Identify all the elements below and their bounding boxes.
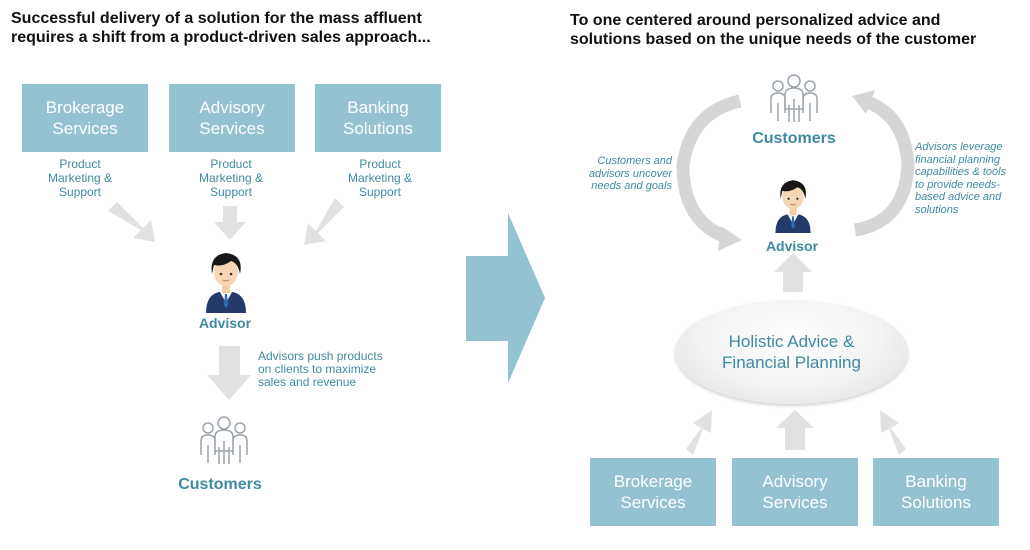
advisor-person-icon — [775, 180, 811, 233]
left-box-advisory-line-1: Advisory — [199, 98, 265, 117]
right-box-banking-line-2: Solutions — [901, 493, 971, 512]
left-note-line-3: needs and goals — [591, 180, 672, 192]
arrow-brokerage-to-ellipse — [686, 410, 712, 455]
left-box-banking-line-1: Banking — [347, 98, 409, 117]
customers-group-icon — [770, 74, 818, 122]
left-sublabel-advisory: Product Marketing & Support — [173, 157, 289, 199]
right-heading-line-2: solutions based on the unique needs of t… — [570, 31, 977, 48]
right-note-line-4: to provide needs- — [915, 178, 1000, 191]
sublabel-line: Marketing & — [47, 171, 113, 185]
sublabel-line: Marketing & — [347, 171, 413, 185]
right-box-brokerage-line-2: Services — [620, 493, 686, 512]
right-box-brokerage-line-1: Brokerage — [613, 472, 693, 491]
advisor-person-icon — [206, 253, 246, 313]
right-box-advisory-line-1: Advisory — [762, 472, 828, 491]
left-heading-line-2: requires a shift from a product-driven s… — [11, 29, 431, 46]
ellipse-line-2: Financial Planning — [722, 353, 861, 372]
left-box-brokerage: Brokerage Services — [22, 84, 148, 152]
left-box-brokerage-line-2: Services — [52, 119, 118, 138]
left-note-line-1: Customers and — [597, 155, 672, 167]
right-advisor-label: Advisor — [765, 238, 819, 254]
left-advisor-label: Advisor — [198, 315, 252, 331]
sublabel-line: Support — [209, 185, 253, 199]
push-note-line-3: sales and revenue — [258, 375, 357, 389]
left-cycle-arrowhead — [718, 226, 742, 251]
left-box-banking-line-2: Solutions — [343, 119, 413, 138]
ellipse-line-1: Holistic Advice & — [728, 332, 855, 351]
transition-arrow-icon — [466, 213, 545, 383]
right-cycle-arc — [853, 97, 915, 237]
right-right-note: Advisors leverage financial planning cap… — [915, 141, 1027, 216]
holistic-advice-ellipse: Holistic Advice & Financial Planning — [675, 300, 908, 404]
right-box-banking-line-1: Banking — [905, 472, 967, 491]
right-cycle-arrowhead — [852, 90, 875, 114]
sublabel-line: Support — [358, 185, 402, 199]
sublabel-line: Marketing & — [198, 171, 264, 185]
customers-group-icon — [200, 416, 248, 464]
push-note-line-1: Advisors push products — [258, 349, 383, 363]
right-box-advisory: Advisory Services — [732, 458, 858, 526]
right-note-line-6: solutions — [915, 203, 959, 216]
sublabel-line: Product — [210, 157, 252, 171]
right-note-line-2: financial planning — [915, 153, 1001, 166]
sublabel-line: Support — [58, 185, 102, 199]
right-note-line-5: based advice and — [915, 191, 1002, 203]
left-box-advisory: Advisory Services — [169, 84, 295, 152]
right-note-line-3: capabilities & tools — [915, 166, 1007, 178]
left-heading-line-1: Successful delivery of a solution for th… — [11, 10, 422, 27]
right-box-banking: Banking Solutions — [873, 458, 999, 526]
right-heading-line-1: To one centered around personalized advi… — [570, 12, 941, 29]
left-sublabel-banking: Product Marketing & Support — [322, 157, 438, 199]
right-customers-label: Customers — [752, 130, 836, 147]
push-note-line-2: on clients to maximize — [258, 362, 377, 376]
arrow-ellipse-to-advisor — [774, 253, 812, 292]
sublabel-line: Product — [359, 157, 401, 171]
right-heading: To one centered around personalized advi… — [570, 11, 1025, 49]
left-customers-label: Customers — [178, 476, 262, 493]
left-box-banking: Banking Solutions — [315, 84, 441, 152]
left-heading: Successful delivery of a solution for th… — [11, 9, 491, 47]
right-box-advisory-line-2: Services — [762, 493, 828, 512]
push-note: Advisors push products on clients to max… — [258, 350, 438, 389]
left-sublabel-brokerage: Product Marketing & Support — [22, 157, 138, 199]
left-box-brokerage-line-1: Brokerage — [45, 98, 125, 117]
right-left-note: Customers and advisors uncover needs and… — [560, 155, 672, 193]
arrow-banking-to-ellipse — [880, 410, 906, 455]
left-box-advisory-line-2: Services — [199, 119, 265, 138]
right-box-brokerage: Brokerage Services — [590, 458, 716, 526]
arrow-advisory-to-ellipse — [776, 410, 814, 450]
left-cycle-arc — [676, 94, 742, 245]
left-note-line-2: advisors uncover — [588, 167, 672, 180]
sublabel-line: Product — [59, 157, 101, 171]
right-note-line-1: Advisors leverage — [915, 141, 1003, 153]
